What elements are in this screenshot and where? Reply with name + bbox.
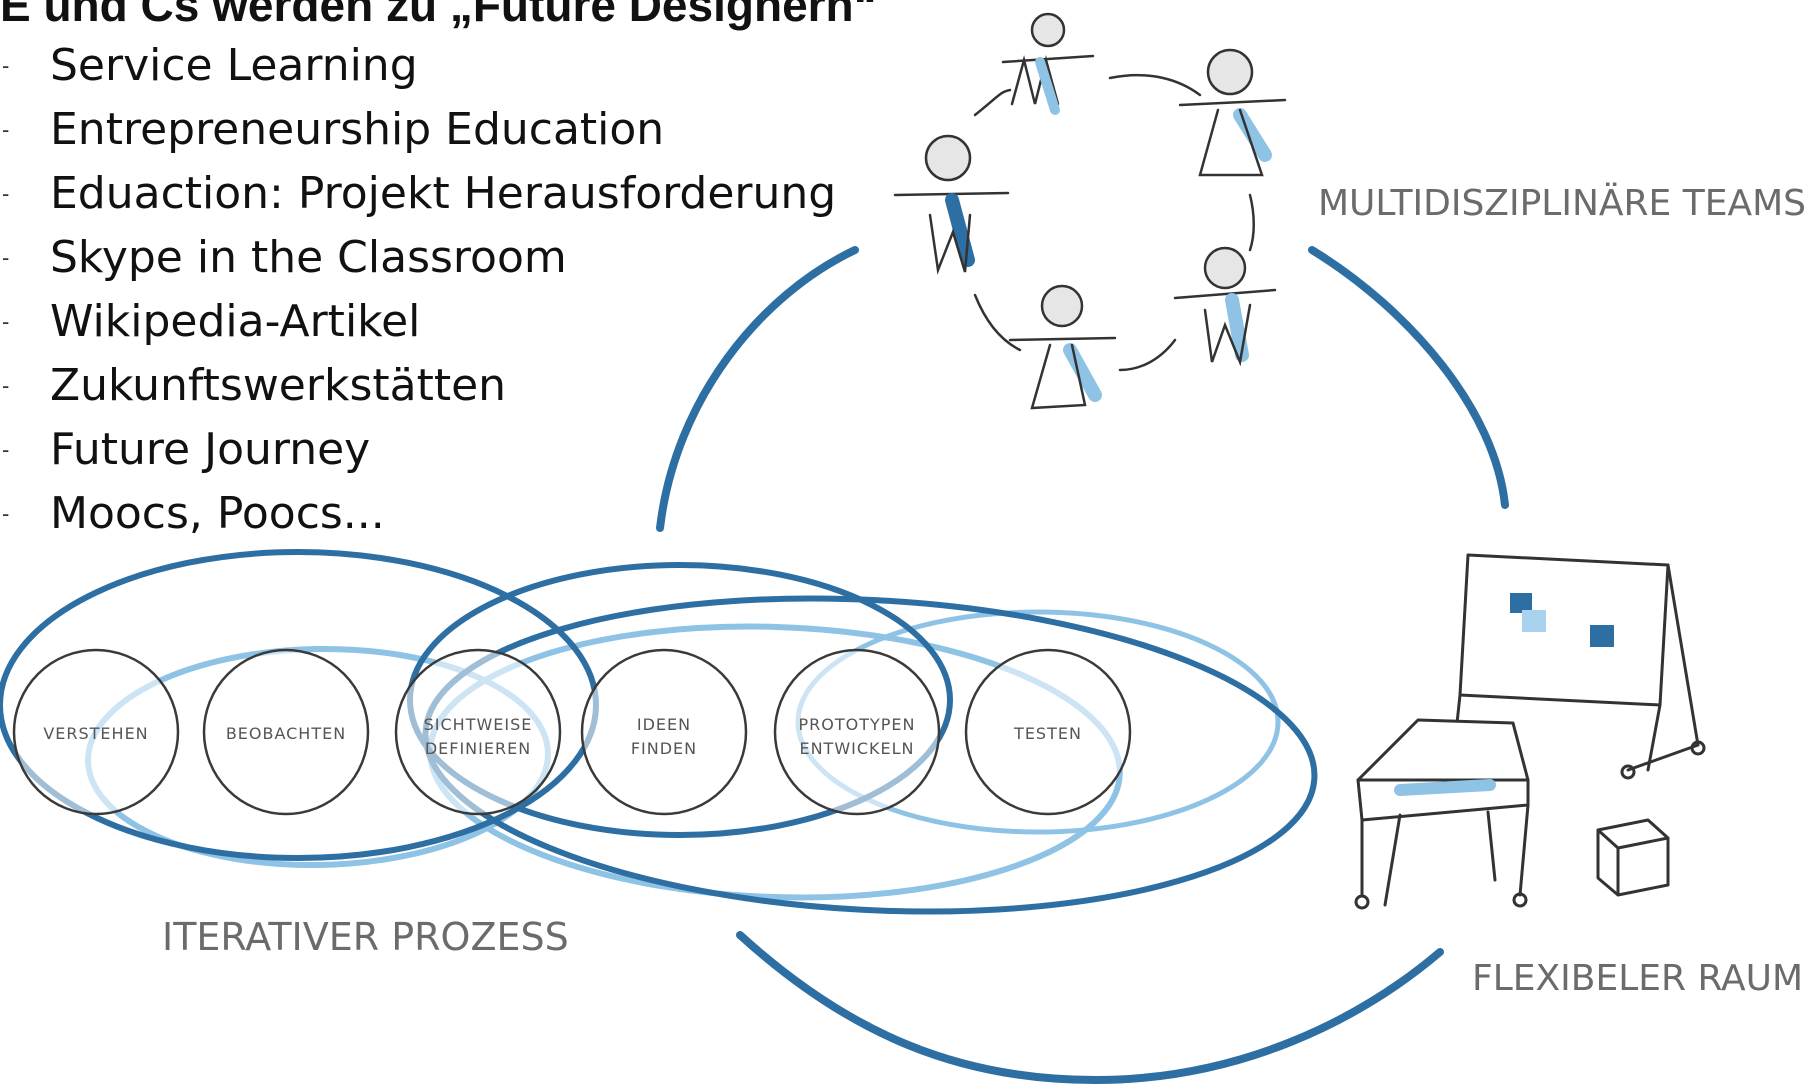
whiteboard: [1458, 553, 1670, 707]
bullet-text: Moocs, Poocs...: [50, 488, 385, 539]
person-figure: [1173, 246, 1277, 367]
step-label-second-line: DEFINIEREN: [425, 739, 531, 758]
step-label: TESTEN: [1013, 724, 1082, 743]
bullet-marker: -: [2, 181, 10, 206]
step-label: SICHTWEISE: [424, 715, 533, 734]
table: [1356, 718, 1530, 782]
person-figure: [1008, 284, 1117, 410]
bullet-marker: -: [2, 373, 10, 398]
headline: E und Cs werden zu „Future Designern“: [0, 0, 877, 31]
bullet-marker: -: [2, 309, 10, 334]
cycle-arc-bottom: [736, 931, 1444, 1085]
cube: [1596, 818, 1670, 897]
teams-label: MULTIDISZIPLINÄRE TEAMS: [1318, 182, 1806, 224]
step-label-second-line: ENTWICKELN: [799, 739, 914, 758]
step-label: BEOBACHTEN: [226, 724, 346, 743]
room-illustration: [1354, 553, 1706, 910]
bullet-marker: -: [2, 53, 10, 78]
room-label: FLEXIBELER RAUM: [1472, 958, 1803, 999]
bullet-text: Zukunftswerkstätten: [50, 360, 507, 411]
bullet-text: Skype in the Classroom: [50, 232, 567, 283]
step-circle-verstehen: [12, 648, 180, 816]
bullet-marker: -: [2, 437, 10, 462]
step-circle-sichtweise: [394, 648, 562, 816]
bullet-text: Wikipedia-Artikel: [50, 296, 421, 347]
bullet-marker: -: [2, 117, 10, 142]
step-circle-testen: [964, 648, 1132, 816]
teams-illustration: [893, 12, 1287, 410]
bullet-text: Entrepreneurship Education: [50, 104, 665, 155]
person-figure: [1001, 12, 1095, 115]
bullet-text: Eduaction: Projekt Herausforderung: [50, 168, 837, 219]
step-label: PROTOTYPEN: [799, 715, 916, 734]
step-label-second-line: FINDEN: [631, 739, 697, 758]
step-label: VERSTEHEN: [43, 724, 148, 743]
person-figure: [893, 134, 1010, 275]
step-circle-beobachten: [202, 648, 370, 816]
bullet-marker: -: [2, 501, 10, 526]
bullet-text: Future Journey: [50, 424, 371, 475]
process-label: ITERATIVER PROZESS: [162, 915, 569, 959]
step-circle-ideen: [580, 648, 748, 816]
step-label: IDEEN: [637, 715, 691, 734]
cycle-arc-left: [656, 246, 859, 532]
bullet-text: Service Learning: [50, 40, 418, 91]
cycle-arc-right: [1308, 246, 1509, 509]
step-circle-prototypen: [773, 648, 941, 816]
person-figure: [1178, 48, 1287, 177]
bullet-marker: -: [2, 245, 10, 270]
